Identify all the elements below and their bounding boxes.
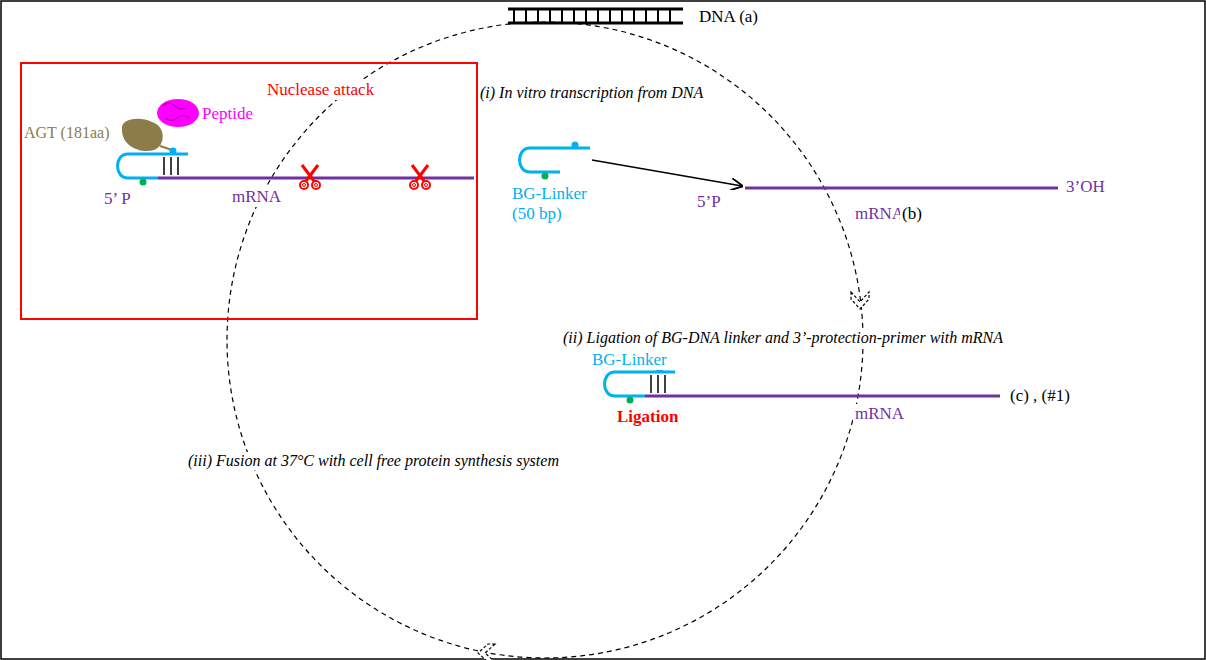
cycle-chevron [478, 644, 495, 660]
mrna-strand [158, 177, 474, 180]
peptide-blob [157, 99, 199, 127]
linker-label: BG-Linker [590, 350, 669, 370]
strand-label: mRNA [853, 204, 906, 224]
cycle-chevron [851, 292, 869, 309]
end-label: 5’P [695, 192, 723, 212]
mrna-strand [745, 187, 1058, 190]
end-label: 3’OH [1064, 177, 1107, 197]
box-heading: Nuclease attack [265, 80, 376, 100]
bg-linker [605, 366, 676, 404]
part-label: (c) , (#1) [1008, 386, 1072, 406]
bg-linker [520, 142, 591, 180]
step-caption: (iii) Fusion at 37°C with cell free prot… [186, 452, 561, 470]
bg-linker [118, 148, 189, 186]
strand-label: mRNA [230, 187, 283, 207]
protein-label: AGT (181aa) [22, 124, 111, 142]
ligation-label: Ligation [615, 407, 680, 427]
linker-label: BG-Linker (50 bp) [510, 184, 596, 223]
strand-label: mRNA [853, 404, 906, 424]
nuclease-scissors [300, 165, 320, 189]
step-caption: (i) In vitro transcription from DNA [478, 84, 705, 102]
mrna-strand [645, 395, 1000, 398]
nuclease-scissors [410, 165, 430, 189]
end-label: 5’ P [102, 189, 133, 209]
step-caption: (ii) Ligation of BG-DNA linker and 3’-pr… [561, 329, 1005, 347]
agt-protein [122, 119, 163, 151]
dna-ladder [508, 9, 683, 23]
peptide-coil [163, 103, 189, 121]
part-label: DNA (a) [697, 7, 760, 27]
ligation-arrow [592, 160, 742, 186]
part-label: (b) [900, 204, 924, 224]
peptide-label: Peptide [200, 104, 255, 124]
